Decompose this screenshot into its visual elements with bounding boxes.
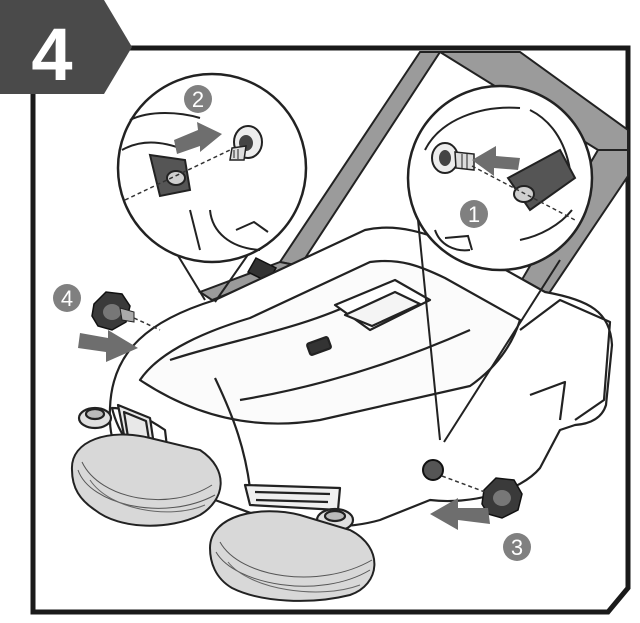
callout-3: 3 (503, 533, 531, 561)
callout-4-number: 4 (61, 286, 73, 311)
bolt-left (229, 125, 263, 161)
step-number: 4 (31, 13, 72, 96)
detail-view-left (116, 72, 308, 303)
callout-3-number: 3 (511, 535, 523, 560)
detail-view-right (406, 84, 594, 443)
step-badge: 4 (0, 0, 132, 96)
step-frame (30, 45, 631, 615)
sweeper-body (77, 226, 614, 533)
side-brush-right (208, 510, 376, 602)
arrow-left-detail (174, 122, 222, 154)
callout-1: 1 (460, 200, 488, 228)
callout-1-number: 1 (468, 202, 480, 227)
callout-4: 4 (53, 284, 81, 312)
arrow-right-detail (472, 146, 520, 176)
power-switch (306, 336, 332, 356)
arrow-knob-right (430, 498, 490, 530)
arrow-knob-left (78, 330, 138, 362)
knob-left (78, 291, 161, 362)
callout-2-number: 2 (192, 87, 204, 112)
knob-right (422, 459, 523, 530)
side-brush-left (70, 433, 222, 527)
bolt-hole-left (166, 170, 186, 186)
callout-2: 2 (184, 85, 212, 113)
bolt-right (431, 142, 475, 174)
